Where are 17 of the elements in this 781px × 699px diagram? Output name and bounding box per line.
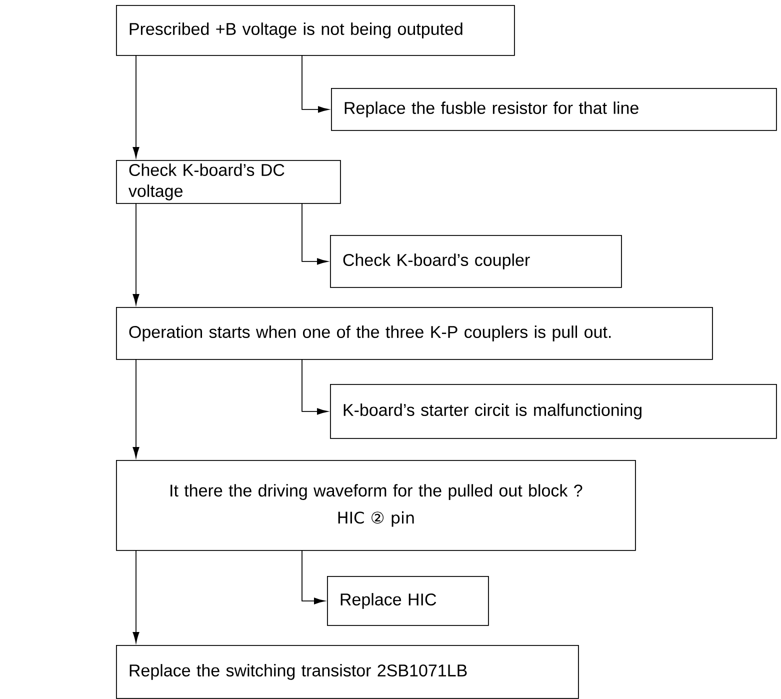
flow-arrow <box>132 54 140 158</box>
process-box: Operation starts when one of the three K-P couplers is pull out. <box>116 307 713 360</box>
process-box: Check K-board’s coupler <box>330 235 622 288</box>
process-box: It there the driving waveform for the pulled out block ? HIC ② pin <box>116 460 636 551</box>
process-box: Prescribed +B voltage is not being outputed <box>116 5 515 56</box>
branch-arrow <box>302 54 329 113</box>
flow-arrow <box>132 358 140 458</box>
flow-arrow <box>132 202 140 305</box>
branch-arrow <box>302 358 328 415</box>
process-box: Replace HIC <box>327 576 489 626</box>
flow-arrow <box>132 550 140 643</box>
branch-arrow <box>302 202 328 265</box>
process-box: Replace the switching transistor 2SB1071LB <box>116 645 579 699</box>
process-box: K-board’s starter circit is malfunctioning <box>330 384 777 439</box>
branch-arrow <box>302 550 325 604</box>
process-box: Replace the fusble resistor for that line <box>331 88 777 131</box>
process-box: Check K-board’s DC voltage <box>116 160 341 204</box>
